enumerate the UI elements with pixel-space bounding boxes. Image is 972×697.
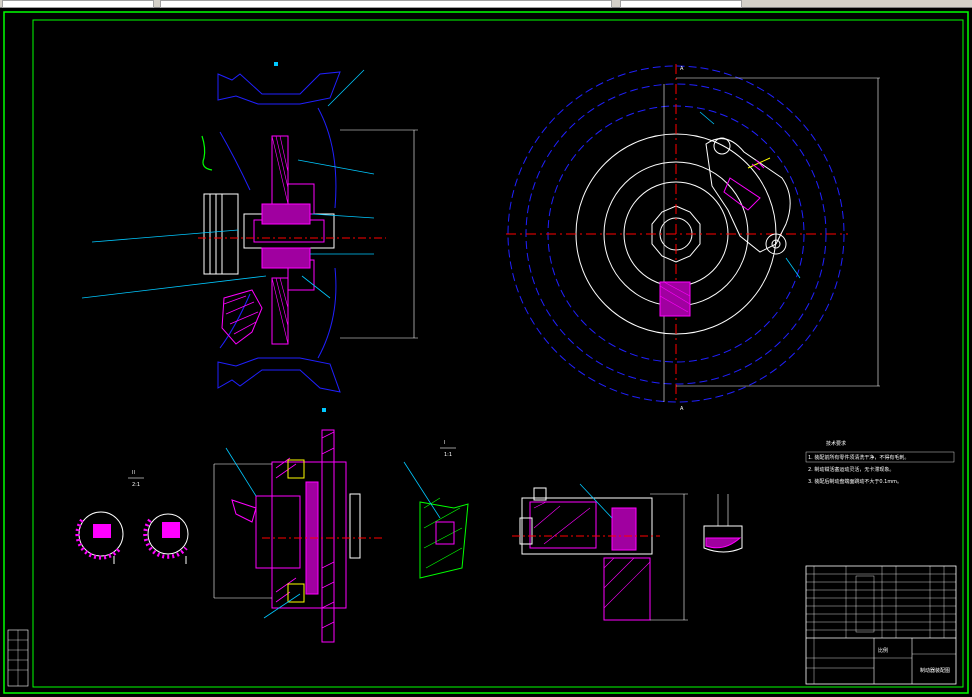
detail-roman-label: II	[132, 470, 135, 476]
outer-frame	[3, 11, 969, 694]
toolbar-field[interactable]	[2, 0, 154, 8]
section-view-left	[81, 62, 418, 412]
section-mark-top: A	[680, 66, 684, 72]
front-view-right: A A	[506, 64, 880, 412]
tech-req-heading: 技术要求	[826, 440, 846, 447]
caliper-section-view	[213, 429, 384, 643]
view-label: I	[444, 440, 445, 446]
revision-strip	[7, 629, 29, 687]
view-scale: 1:1	[444, 452, 452, 458]
tech-req-line-3: 3. 装配后制动盘端面跳动不大于0.1mm。	[808, 478, 902, 485]
toolbar-field[interactable]	[160, 0, 612, 8]
tech-requirements: 技术要求 1. 装配前所有零件须清洗干净，不得有毛刺。 2. 制动钳活塞运动灵活…	[805, 440, 955, 485]
title-block-scale-label: 比例	[878, 647, 888, 654]
detail-small-right	[703, 494, 743, 553]
cad-drawing: A A II 2:1 I 1:1	[3, 11, 969, 694]
inner-frame	[32, 19, 964, 688]
tech-req-line-1: 1. 装配前所有零件须清洗干净，不得有毛刺。	[808, 454, 909, 461]
detail-left-circles: II 2:1	[75, 470, 189, 564]
detail-scale-label: 2:1	[132, 482, 140, 488]
drawing-canvas[interactable]: A A II 2:1 I 1:1	[0, 8, 972, 697]
caliper-side-view	[512, 483, 688, 621]
detail-view-i: I 1:1	[403, 440, 469, 579]
tech-req-line-2: 2. 制动钳活塞运动灵活，无卡滞现象。	[808, 466, 894, 473]
toolbar-field[interactable]	[620, 0, 742, 8]
title-block: 制动器装配图 比例	[805, 565, 957, 685]
top-toolbar-strip	[0, 0, 972, 8]
section-mark-bottom: A	[680, 406, 684, 412]
title-block-drawing-name: 制动器装配图	[920, 667, 950, 674]
